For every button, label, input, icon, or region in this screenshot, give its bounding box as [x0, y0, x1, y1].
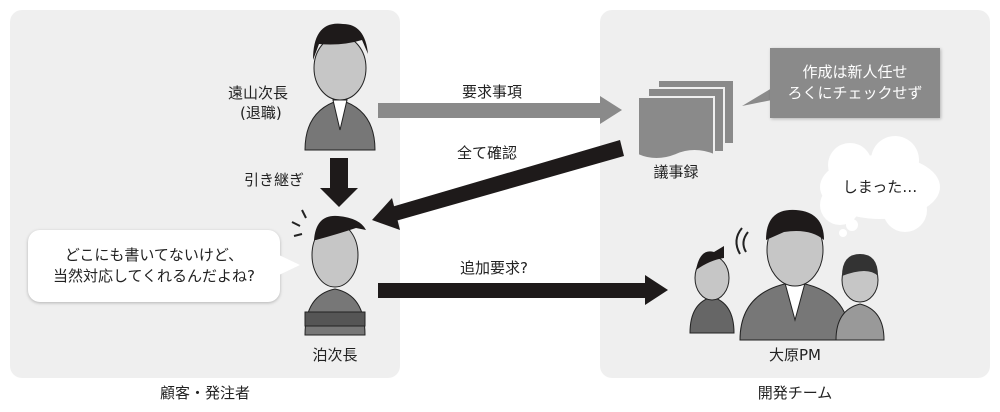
handover-arrow	[320, 158, 358, 207]
thought-cloud-icon	[820, 136, 940, 237]
ohara-thought: しまった…	[842, 178, 918, 196]
tomari-speech-bubble: どこにも書いてないけど、 当然対応してくれるんだよね?	[28, 230, 280, 302]
confirm-all-label: 全て確認	[457, 144, 518, 162]
additional-request-label: 追加要求?	[460, 259, 528, 277]
toyama-figure-icon	[304, 23, 376, 151]
callout-line-1: 作成は新人任せ	[802, 63, 908, 81]
dev-team-figures-icon	[689, 209, 885, 341]
callout-tail-icon	[742, 88, 772, 106]
requirements-label: 要求事項	[462, 83, 523, 101]
additional-request-arrow	[378, 275, 668, 305]
handover-label: 引き継ぎ	[244, 171, 305, 189]
tomari-name: 泊次長	[312, 346, 358, 364]
minutes-note-callout: 作成は新人任せ ろくにチェックせず	[770, 48, 940, 118]
callout-line-2: ろくにチェックせず	[787, 84, 923, 102]
toyama-name: 遠山次長	[228, 84, 289, 102]
minutes-document-icon	[637, 79, 735, 160]
confirm-all-arrow	[372, 140, 624, 230]
requirements-arrow	[378, 96, 622, 124]
speech-line-1: どこにも書いてないけど、	[64, 246, 244, 264]
customer-group-label: 顧客・発注者	[159, 384, 251, 402]
tomari-figure-icon	[291, 209, 366, 336]
speech-line-2: 当然対応してくれるんだよね?	[52, 267, 256, 285]
ohara-name: 大原PM	[769, 346, 821, 364]
minutes-label: 議事録	[653, 163, 699, 181]
toyama-note: (退職)	[240, 104, 282, 122]
dev-team-group-label: 開発チーム	[757, 384, 833, 402]
